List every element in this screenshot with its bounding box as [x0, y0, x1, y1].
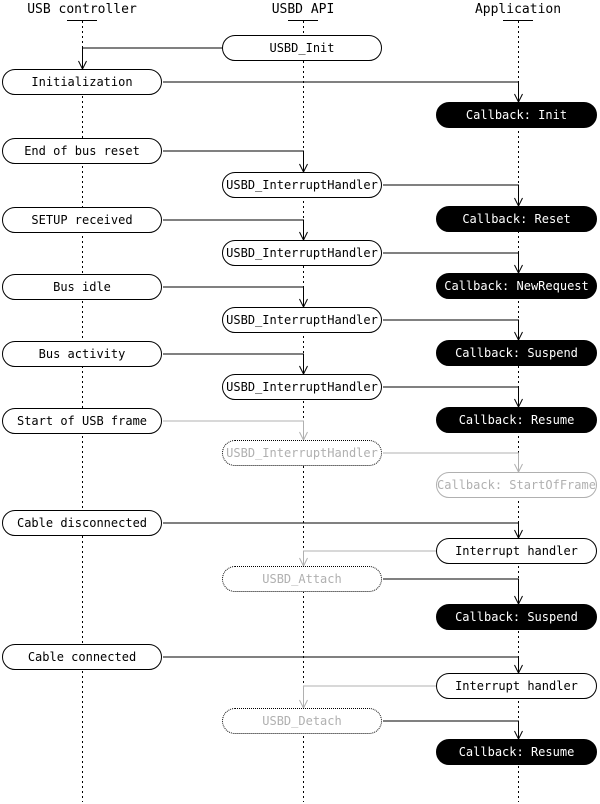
event-box-bus-idle: Bus idle	[2, 274, 162, 300]
api-box-usbd-attach: USBD_Attach	[222, 566, 382, 592]
event-box-cable-disconnected: Cable disconnected	[2, 510, 162, 536]
event-box-cable-connected: Cable connected	[2, 644, 162, 670]
app-box-interrupt-handler-2: Interrupt handler	[436, 673, 597, 699]
event-box-bus-activity: Bus activity	[2, 341, 162, 367]
callback-box-suspend-1: Callback: Suspend	[436, 340, 597, 366]
api-box-interrupt-handler-2: USBD_InterruptHandler	[222, 240, 382, 266]
api-box-interrupt-handler-inactive: USBD_InterruptHandler	[222, 440, 382, 466]
callback-box-resume-1: Callback: Resume	[436, 407, 597, 433]
callback-box-newrequest: Callback: NewRequest	[436, 273, 597, 299]
callback-box-resume-2: Callback: Resume	[436, 739, 597, 765]
api-box-interrupt-handler-3: USBD_InterruptHandler	[222, 307, 382, 333]
column-header-usb-controller: USB controller	[27, 2, 137, 17]
api-box-interrupt-handler-4: USBD_InterruptHandler	[222, 374, 382, 400]
column-header-usbd-api: USBD API	[271, 2, 335, 17]
event-box-start-of-usb-frame: Start of USB frame	[2, 408, 162, 434]
api-box-usbd-init: USBD_Init	[222, 35, 382, 61]
callback-box-suspend-2: Callback: Suspend	[436, 604, 597, 630]
event-box-end-of-bus-reset: End of bus reset	[2, 138, 162, 164]
event-box-setup-received: SETUP received	[2, 207, 162, 233]
active-connectors	[82, 47, 519, 738]
callback-box-reset: Callback: Reset	[436, 206, 597, 232]
callback-box-startofframe: Callback: StartOfFrame	[436, 472, 597, 498]
api-box-usbd-detach: USBD_Detach	[222, 708, 382, 734]
inactive-connectors	[163, 420, 519, 707]
callback-box-init: Callback: Init	[436, 102, 597, 128]
event-box-initialization: Initialization	[2, 69, 162, 95]
api-box-interrupt-handler-1: USBD_InterruptHandler	[222, 172, 382, 198]
app-box-interrupt-handler-1: Interrupt handler	[436, 538, 597, 564]
column-header-application: Application	[474, 2, 562, 17]
